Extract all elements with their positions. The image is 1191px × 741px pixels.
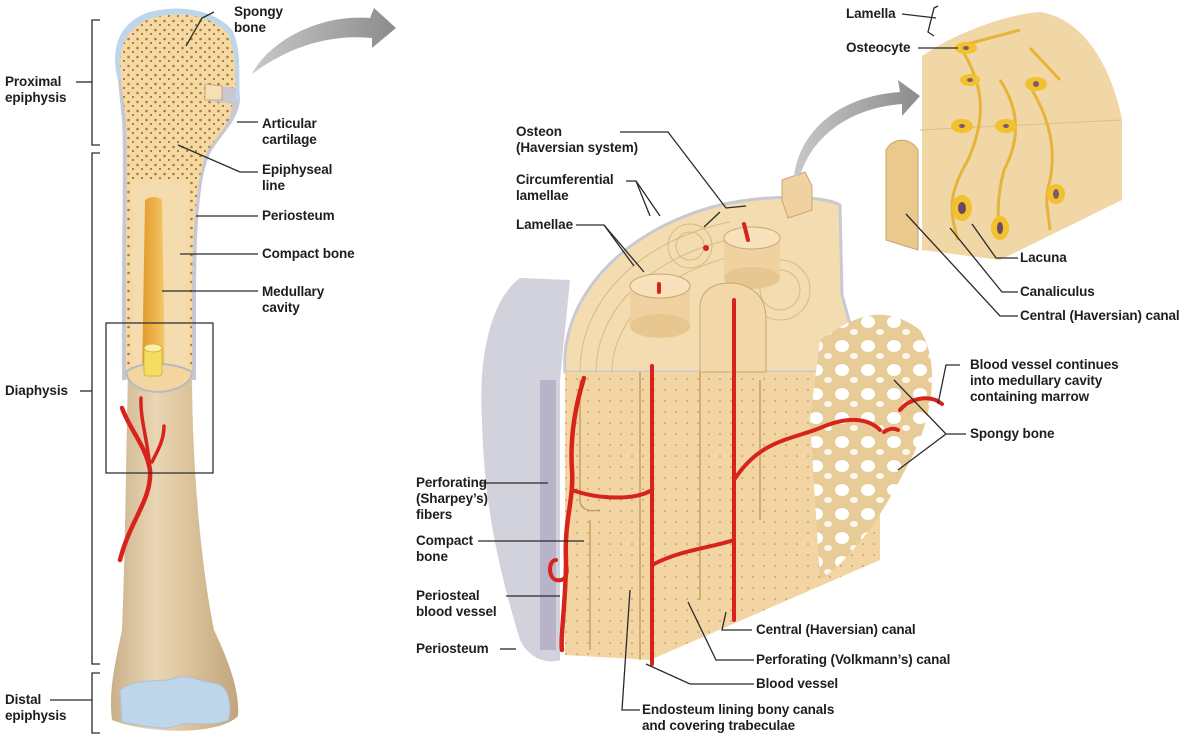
osteon-detail-figure [885,5,1123,317]
label-osteocyte: Osteocyte [846,40,911,55]
label-medullary-cavity: Medullary cavity [262,284,325,315]
distal-epiphysis-bracket [91,672,100,734]
label-diaphysis: Diaphysis [5,383,68,398]
osteon-cylinder-1 [629,273,691,338]
volkmann-vessel-1 [570,488,654,500]
osteon-wedge [922,12,1122,260]
magnify-arrow-1 [252,8,396,74]
volkmann-vessel-2 [650,538,736,567]
label-lamellae: Lamellae [516,217,573,232]
label-periosteum-long: Periosteum [262,208,335,223]
label-compact-bone-long: Compact bone [262,246,355,261]
periosteal-vessel [559,375,587,653]
magnify-arrow-2 [794,80,920,176]
bone-shaft [110,372,239,731]
compact-bone-block [478,131,966,711]
label-proximal-epiphysis: Proximal epiphysis [5,74,67,105]
diaphysis-bracket [91,152,100,665]
label-lacuna: Lacuna [1020,250,1067,265]
label-compact-bone-block: Compact bone [416,533,474,564]
label-spongy-bone-block: Spongy bone [970,426,1055,441]
label-central-canal-block: Central (Haversian) canal [756,622,916,637]
spongy-region [810,314,932,580]
label-canaliculus: Canaliculus [1020,284,1095,299]
label-spongy-bone-top: Spongy bone [234,4,283,35]
proximal-epiphysis-bracket [91,19,100,146]
label-periosteal-blood-vessel: Periosteal blood vessel [416,588,497,619]
label-articular-cartilage: Articular cartilage [262,116,317,147]
label-osteon: Osteon (Haversian system) [516,124,639,155]
label-epiphyseal-line: Epiphyseal line [262,162,333,193]
osteon-cylinder-2 [723,226,781,289]
label-endosteum: Endosteum lining bony canals and coverin… [642,702,835,733]
long-bone-figure [50,8,258,734]
label-blood-vessel: Blood vessel [756,676,839,691]
label-perforating-canal: Perforating (Volkmann’s) canal [756,652,951,667]
distal-articular-cartilage [119,676,231,729]
osteon-cutout [781,171,813,219]
label-circumferential-lamellae: Circumferential lamellae [516,172,614,203]
medullary-vessel [732,417,882,482]
label-central-canal-detail: Central (Haversian) canal [1020,308,1180,323]
label-distal-epiphysis: Distal epiphysis [5,692,67,723]
central-canal-wall [885,139,919,251]
detail-box [105,322,214,474]
label-lamella: Lamella [846,6,896,21]
label-blood-vessel-continues: Blood vessel continues into medullary ca… [970,357,1119,404]
label-periosteum-block: Periosteum [416,641,489,656]
osteocyte-cells [951,42,1065,240]
medullary-cavity [142,197,165,380]
label-perforating-fibers: Perforating (Sharpey’s) fibers [416,475,488,522]
